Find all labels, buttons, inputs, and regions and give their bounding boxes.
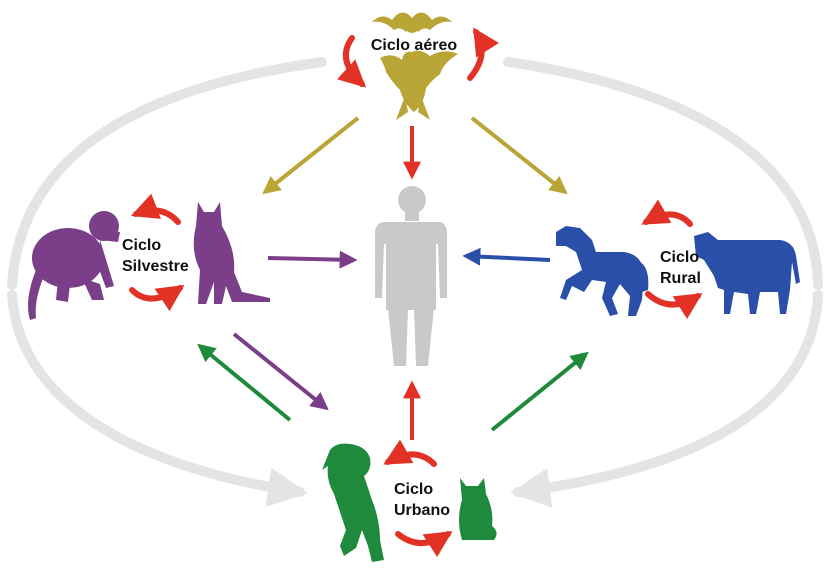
sylvatic-cycle-arrow-top (130, 193, 181, 225)
urban-cycle-label-line1: Ciclo (394, 481, 433, 498)
cycle-arrows (129, 27, 703, 558)
sylvatic-cycle-label-line2: Silvestre (122, 258, 189, 275)
rural-cycle-arrow-top (641, 199, 693, 227)
sylvatic-cycle-arrow-bottom (129, 285, 185, 312)
transmission-arrows (197, 116, 589, 440)
arrow-aerial-to-rural (470, 116, 568, 195)
urban-cycle-arrow-bottom (395, 531, 453, 558)
sylvatic-cycle-label-line1: Ciclo (122, 237, 161, 254)
bat-icon (372, 12, 458, 120)
arrow-urban-to-rural (490, 351, 589, 432)
horse-icon (556, 226, 649, 316)
outer-arc-right-bottom (510, 290, 823, 508)
rural-cycle-label-line2: Rural (660, 270, 701, 287)
human-icon (375, 186, 447, 366)
arrow-urban-to-sylvatic (197, 343, 292, 422)
aerial-cycle-label: Ciclo aéreo (371, 37, 457, 54)
arrow-aerial-to-sylvatic (262, 116, 360, 195)
rural-cycle-label-line1: Ciclo (660, 249, 699, 266)
dog-icon (322, 443, 384, 562)
fox-icon (193, 202, 270, 304)
urban-cycle-label-line2: Urbano (394, 502, 450, 519)
arrow-sylvatic-to-human (267, 250, 358, 269)
aerial-cycle-arrow-right (467, 27, 499, 81)
outer-arc-left-bottom (7, 290, 308, 508)
monkey-icon (28, 211, 120, 320)
arrow-rural-to-human (462, 247, 551, 266)
cat-icon (459, 478, 497, 540)
arrow-sylvatic-to-urban (232, 332, 329, 411)
outer-arc-top-right (503, 57, 823, 290)
cow-icon (694, 232, 800, 314)
rural-cycle-arrow-bottom (645, 291, 703, 320)
outer-arc-top-left (7, 57, 327, 290)
aerial-cycle-arrow-left (336, 35, 366, 88)
urban-cycle-arrow-top (383, 439, 437, 467)
outer-cycle (7, 57, 823, 508)
